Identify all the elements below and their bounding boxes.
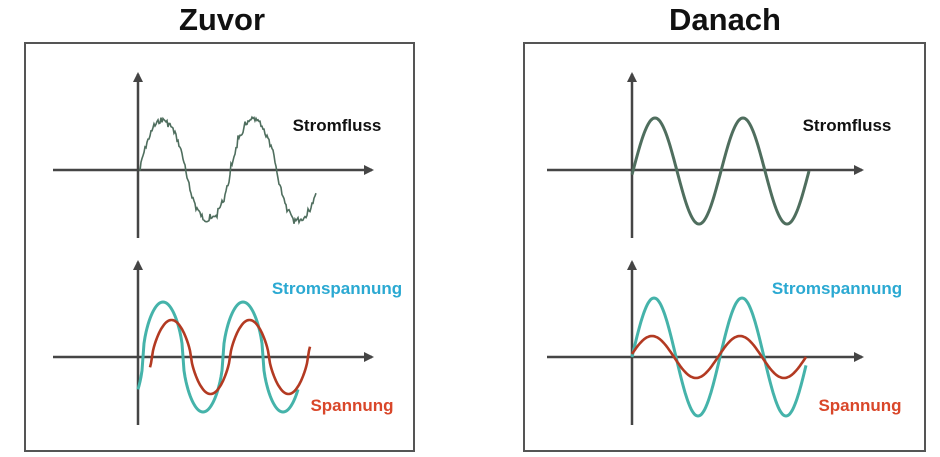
label-stromfluss-after: Stromfluss	[803, 116, 892, 135]
axes-before-top	[53, 72, 374, 238]
spannung-wave-after	[630, 334, 808, 380]
label-spannung-after: Spannung	[818, 396, 901, 415]
current-wave-clean	[630, 116, 811, 226]
label-stromspannung-before: Stromspannung	[272, 279, 402, 298]
title-after: Danach	[669, 2, 781, 37]
label-stromfluss-before: Stromfluss	[293, 116, 382, 135]
axes-after-top	[547, 72, 864, 238]
axes-after-bottom	[547, 260, 864, 425]
current-wave-distorted	[139, 115, 317, 225]
label-stromspannung-after: Stromspannung	[772, 279, 902, 298]
spannung-wave-before	[148, 318, 312, 396]
panel-frame-after	[523, 42, 926, 452]
voltage-wave-clean	[630, 296, 808, 418]
title-before: Zuvor	[178, 2, 266, 37]
axes-before-bottom	[53, 260, 374, 425]
label-spannung-before: Spannung	[310, 396, 393, 415]
panel-frame-before	[24, 42, 415, 452]
